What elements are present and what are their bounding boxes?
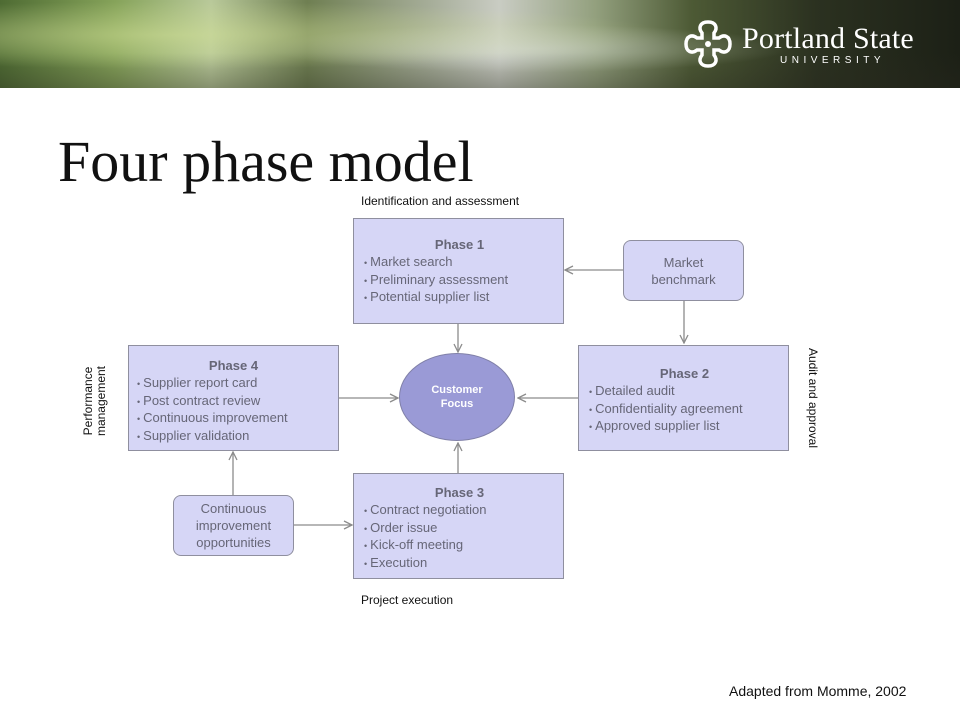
center-line-2: Focus — [440, 398, 474, 410]
university-subtitle: UNIVERSITY — [780, 55, 886, 66]
list-item: •Preliminary assessment — [364, 272, 555, 290]
market-benchmark-box: Market benchmark — [623, 240, 744, 301]
list-item: •Potential supplier list — [364, 289, 555, 307]
list-item: •Market search — [364, 254, 555, 272]
phase-4-item-text: Continuous improvement — [143, 410, 288, 425]
header-banner: Portland State UNIVERSITY — [0, 0, 960, 88]
list-item: •Order issue — [364, 520, 555, 538]
list-item: •Supplier validation — [137, 428, 330, 446]
phase-4-box: Phase 4 •Supplier report card •Post cont… — [128, 345, 339, 451]
university-name: Portland State — [742, 22, 914, 55]
continuous-line-1: Continuous — [200, 501, 267, 516]
phase-1-list: •Market search •Preliminary assessment •… — [364, 254, 555, 307]
phase-1-item-text: Preliminary assessment — [370, 271, 509, 287]
bullet: • — [364, 506, 368, 516]
phase-1-item-text: Market search — [370, 254, 453, 269]
phase-3-list: •Contract negotiation •Order issue •Kick… — [364, 502, 555, 572]
bullet: • — [137, 396, 141, 407]
phase-3-item-text: Order issue — [370, 519, 438, 535]
phase-1-item-text: Potential supplier list — [370, 289, 490, 304]
phase-3-title: Phase 3 — [434, 485, 485, 500]
list-item: •Execution — [364, 555, 555, 573]
phase-4-list: •Supplier report card •Post contract rev… — [137, 375, 330, 445]
list-item: •Kick-off meeting — [364, 537, 555, 555]
phase-4-item-text: Supplier report card — [143, 375, 258, 390]
label-project-execution: Project execution — [361, 593, 454, 607]
phase-2-item-text: Confidentiality agreement — [595, 400, 743, 416]
slide-title: Four phase model — [58, 129, 474, 194]
source-credit: Adapted from Momme, 2002 — [729, 683, 907, 699]
bullet: • — [364, 558, 368, 569]
list-item: •Contract negotiation — [364, 502, 555, 520]
bullet: • — [137, 379, 141, 389]
customer-focus-circle: Customer Focus — [399, 353, 515, 441]
benchmark-line-2: benchmark — [651, 271, 716, 287]
phase-2-list: •Detailed audit •Confidentiality agreeme… — [589, 383, 780, 436]
bullet: • — [589, 422, 593, 432]
list-item: •Continuous improvement — [137, 410, 330, 428]
continuous-improvement-box: Continuous improvement opportunities — [173, 495, 294, 556]
phase-2-box: Phase 2 •Detailed audit •Confidentiality… — [578, 345, 789, 451]
banner-photo — [0, 0, 960, 88]
phase-2-item-text: Approved supplier list — [595, 418, 720, 433]
label-identification: Identification and assessment — [361, 194, 520, 208]
bullet: • — [589, 404, 593, 415]
phase-2-item-text: Detailed audit — [595, 383, 675, 398]
list-item: •Supplier report card — [137, 375, 330, 393]
bullet: • — [364, 258, 368, 268]
list-item: •Detailed audit — [589, 383, 780, 401]
phase-1-box: Phase 1 •Market search •Preliminary asse… — [353, 218, 564, 324]
phase-2-title: Phase 2 — [659, 366, 710, 381]
bullet: • — [589, 387, 593, 397]
phase-4-title: Phase 4 — [208, 358, 259, 373]
phase-4-item-text: Post contract review — [143, 392, 261, 408]
list-item: •Approved supplier list — [589, 418, 780, 436]
psu-logo-icon — [684, 20, 732, 68]
phase-4-item-text: Supplier validation — [143, 427, 250, 443]
phase-3-item-text: Kick-off meeting — [370, 537, 464, 552]
psu-logo: Portland State UNIVERSITY — [682, 18, 942, 70]
phase-1-title: Phase 1 — [434, 237, 485, 252]
bullet: • — [137, 431, 141, 442]
continuous-line-3: opportunities — [196, 535, 271, 550]
phase-3-box: Phase 3 •Contract negotiation •Order iss… — [353, 473, 564, 579]
bullet: • — [364, 293, 368, 303]
phase-3-item-text: Execution — [370, 554, 428, 570]
phase-3-item-text: Contract negotiation — [370, 502, 487, 517]
bullet: • — [364, 541, 368, 551]
center-line-1: Customer — [431, 384, 483, 396]
continuous-line-2: improvement — [195, 518, 272, 533]
bullet: • — [137, 414, 141, 424]
benchmark-line-1: Market — [663, 254, 704, 270]
list-item: •Post contract review — [137, 393, 330, 411]
bullet: • — [364, 523, 368, 534]
list-item: •Confidentiality agreement — [589, 401, 780, 419]
bullet: • — [364, 275, 368, 286]
